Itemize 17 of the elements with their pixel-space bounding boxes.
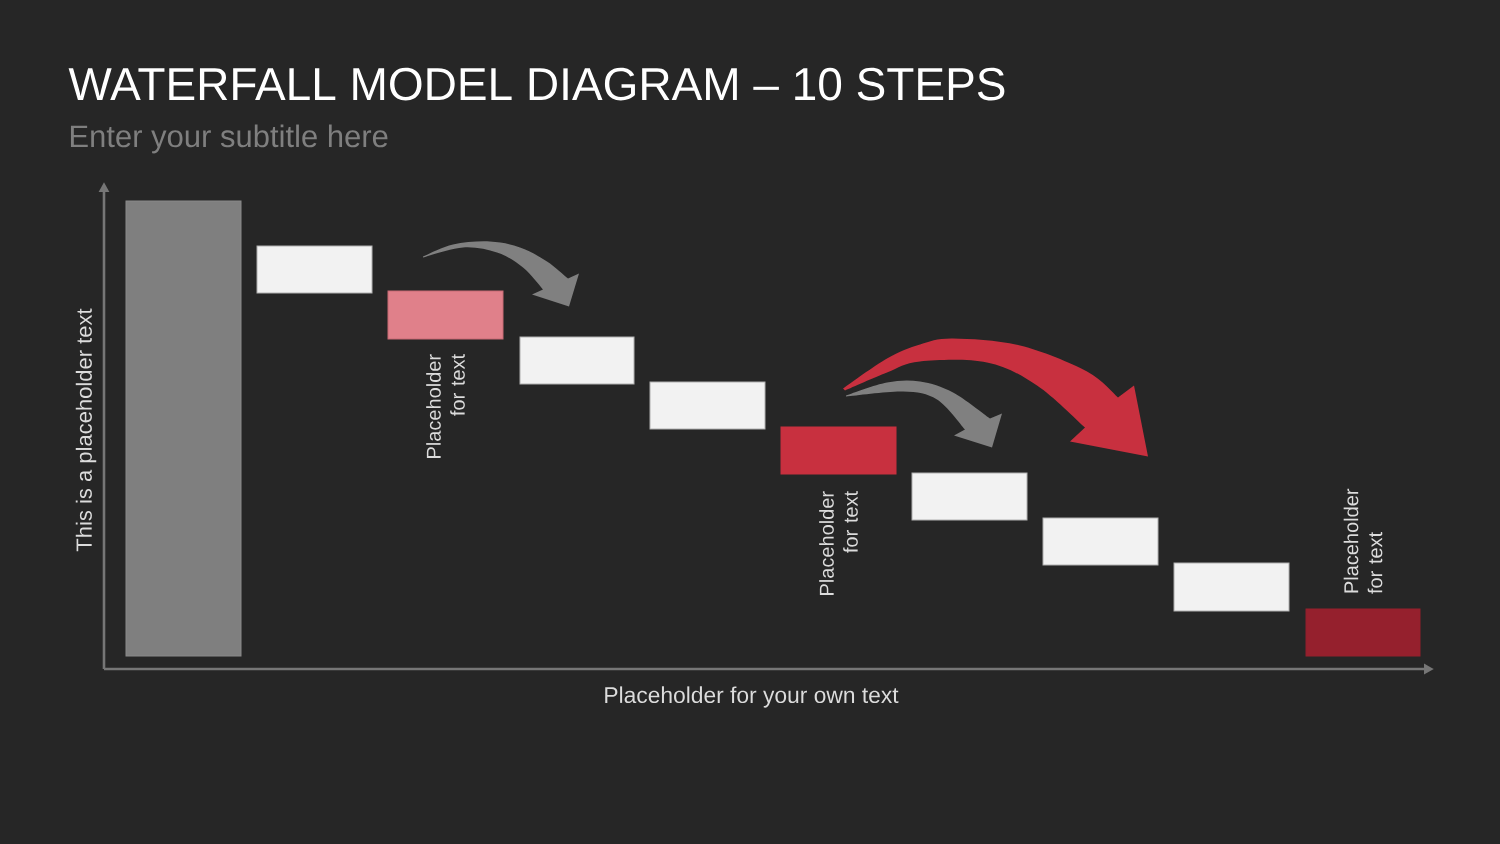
bar-caption: Placeholder for text: [426, 354, 465, 458]
bar: [125, 200, 242, 657]
subtitle: Enter your subtitle here: [70, 124, 388, 154]
bar: [256, 245, 373, 294]
bar: [911, 472, 1028, 521]
bar-caption: Placeholder for text: [1343, 488, 1383, 594]
bar: [519, 336, 635, 385]
axis-label: This is a placeholder text: [75, 308, 97, 552]
bar: [1173, 562, 1290, 612]
axis-label: Placeholder for your own text: [605, 686, 899, 708]
bar-caption: Placeholder for text: [819, 491, 858, 595]
title: WATERFALL MODEL DIAGRAM – 10 STEPS: [68, 67, 1005, 101]
curved-arrow: [423, 241, 579, 307]
curved-arrow: [843, 338, 1148, 457]
curved-arrow: [846, 380, 1002, 448]
bar: [1042, 517, 1159, 566]
bar: [649, 381, 766, 430]
